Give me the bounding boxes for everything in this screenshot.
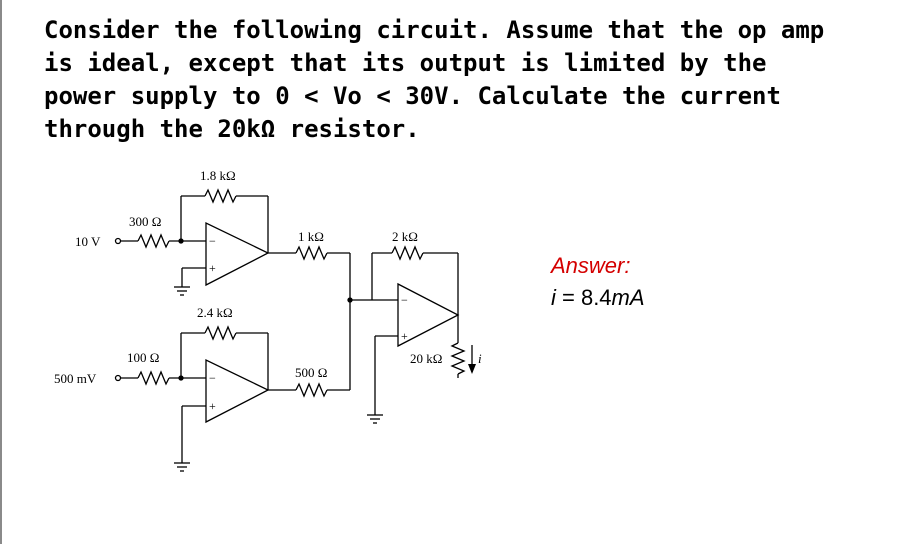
label-10v: 10 V [75,234,101,249]
opamp-1-minus: − [209,234,216,248]
label-300: 300 Ω [129,214,161,229]
label-current-i: i [478,351,482,366]
opamp-3-plus: + [401,329,408,343]
opamp-1-plus: + [209,261,216,275]
terminal-500mv [114,374,122,382]
answer-number: = 8.4 [555,285,612,310]
opamp-3 [397,282,460,348]
resistor-100 [137,370,170,386]
stage-output [347,245,476,424]
resistor-2k [391,245,424,261]
terminal-10v [114,237,122,245]
label-20k: 20 kΩ [410,351,442,366]
label-500mv: 500 mV [54,371,97,386]
label-2k4: 2.4 kΩ [197,305,233,320]
stage-top [114,188,350,296]
label-100: 100 Ω [127,350,159,365]
opamp-1 [205,221,270,287]
label-1k: 1 kΩ [298,229,324,244]
label-2k: 2 kΩ [392,229,418,244]
problem-statement: Consider the following circuit. Assume t… [44,16,825,143]
answer-value: i = 8.4mA [551,285,645,311]
answer-label: Answer: [551,253,631,278]
answer-unit: mA [611,285,645,310]
resistor-500 [295,382,328,398]
opamp-2-plus: + [209,399,216,413]
answer-prefix: i [551,285,556,310]
opamp-2 [205,358,270,424]
resistor-2k4 [204,325,237,341]
resistor-300 [137,233,170,249]
resistor-1k8 [204,188,237,204]
opamp-2-minus: − [209,371,216,385]
resistor-20k [450,342,466,375]
stage-bottom [114,325,350,472]
resistor-1k [295,245,328,261]
opamp-3-minus: − [401,293,408,307]
label-1k8: 1.8 kΩ [200,168,236,183]
label-500: 500 Ω [295,365,327,380]
